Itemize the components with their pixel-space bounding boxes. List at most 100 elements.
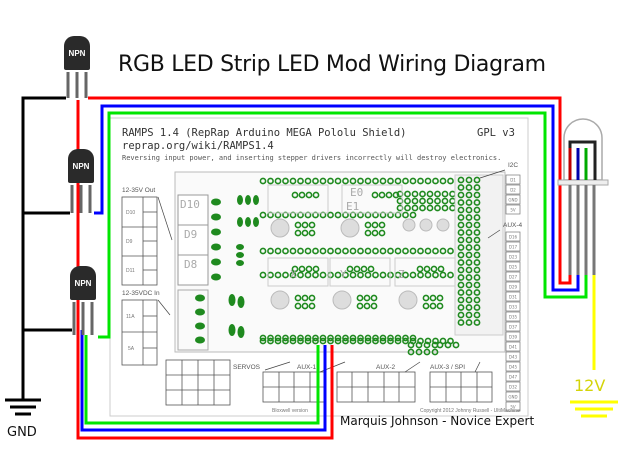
- pad: [294, 302, 302, 310]
- pad: [457, 296, 465, 304]
- blue-wire-top: [94, 104, 580, 292]
- pad: [372, 271, 379, 279]
- pad: [409, 177, 417, 185]
- pad: [282, 271, 289, 279]
- pad: [473, 229, 481, 236]
- green-wire-bottom: [84, 335, 320, 425]
- transistor-legs: [66, 72, 94, 335]
- pad: [267, 247, 274, 255]
- pad: [473, 311, 481, 319]
- pad: [423, 348, 431, 356]
- pad: [308, 302, 316, 310]
- pad: [394, 337, 402, 345]
- pad: [394, 334, 402, 342]
- pad: [411, 197, 419, 205]
- pad: [379, 177, 387, 185]
- pad: [304, 211, 312, 219]
- pad: [379, 271, 387, 279]
- npn-transistor-blue: NPN: [68, 149, 94, 183]
- in-row-label: 5A: [128, 346, 135, 352]
- pin-label: D27: [509, 275, 518, 280]
- pad: [304, 334, 312, 342]
- pin-label: D37: [509, 325, 518, 330]
- ground-label: GND: [7, 425, 37, 440]
- pad: [437, 265, 445, 273]
- pad: [319, 177, 327, 185]
- pad: [305, 265, 313, 273]
- pin-box: [505, 301, 521, 312]
- pad: [371, 221, 379, 229]
- pad: [417, 247, 424, 255]
- out-row-label: D10: [126, 210, 136, 216]
- pin-label: D31: [509, 295, 518, 300]
- pad: [396, 190, 404, 198]
- pin-box: [505, 351, 521, 362]
- pad: [465, 311, 473, 319]
- pad: [473, 221, 481, 229]
- pad: [473, 281, 481, 289]
- pad: [457, 289, 465, 296]
- pad: [371, 229, 379, 237]
- pad: [372, 211, 379, 219]
- pad: [308, 221, 316, 229]
- pad: [364, 221, 372, 229]
- pad: [342, 271, 349, 279]
- stepper-pad-rows: [259, 177, 460, 356]
- pad: [259, 211, 267, 219]
- pin-box: [505, 261, 521, 272]
- pad: [334, 177, 342, 185]
- pad: [447, 247, 454, 255]
- board-warning: Reversing input power, and inserting ste…: [122, 154, 502, 162]
- pad: [367, 265, 375, 273]
- pad: [429, 302, 437, 310]
- pad: [465, 244, 473, 251]
- pad: [357, 337, 364, 345]
- pad: [434, 204, 441, 212]
- pad: [473, 236, 481, 244]
- pad: [465, 266, 473, 274]
- pad: [319, 337, 327, 345]
- pad: [457, 281, 465, 289]
- pad: [419, 197, 426, 205]
- red-wire-top: [88, 96, 572, 285]
- pad: [308, 229, 316, 237]
- pad: [349, 177, 357, 185]
- i2c-label: I2C: [508, 162, 519, 169]
- author-credit: Marquis Johnson - Novice Expert: [340, 414, 535, 428]
- pad: [436, 302, 444, 310]
- pad: [363, 294, 371, 302]
- pad: [473, 251, 481, 259]
- pad: [357, 271, 364, 279]
- pad: [360, 265, 368, 273]
- pad: [426, 190, 434, 198]
- pad: [356, 302, 364, 310]
- pin-label: D35: [509, 315, 518, 320]
- pad: [457, 319, 465, 326]
- pad: [404, 190, 411, 198]
- pad: [364, 271, 372, 279]
- pad: [473, 304, 481, 311]
- pad: [465, 251, 473, 259]
- pin-box: [505, 231, 521, 242]
- pad: [259, 247, 267, 255]
- pad: [473, 214, 481, 221]
- pad: [312, 265, 320, 273]
- pad: [304, 177, 312, 185]
- z-label: Z: [398, 268, 405, 281]
- pad: [294, 294, 302, 302]
- pad: [364, 211, 372, 219]
- in-row-label: 11A: [126, 314, 135, 320]
- pad: [473, 244, 481, 251]
- pad: [411, 204, 419, 212]
- pad: [372, 247, 379, 255]
- pad: [452, 341, 460, 349]
- fuse-pads: [228, 294, 245, 338]
- pad: [353, 265, 361, 273]
- output-label-d9: D9: [184, 228, 198, 241]
- supply-wire: [570, 275, 618, 418]
- output-terminal-block: [177, 194, 209, 286]
- pad: [430, 265, 438, 273]
- pad: [436, 341, 444, 349]
- output-label-d8: D8: [184, 258, 198, 271]
- pad: [297, 271, 304, 279]
